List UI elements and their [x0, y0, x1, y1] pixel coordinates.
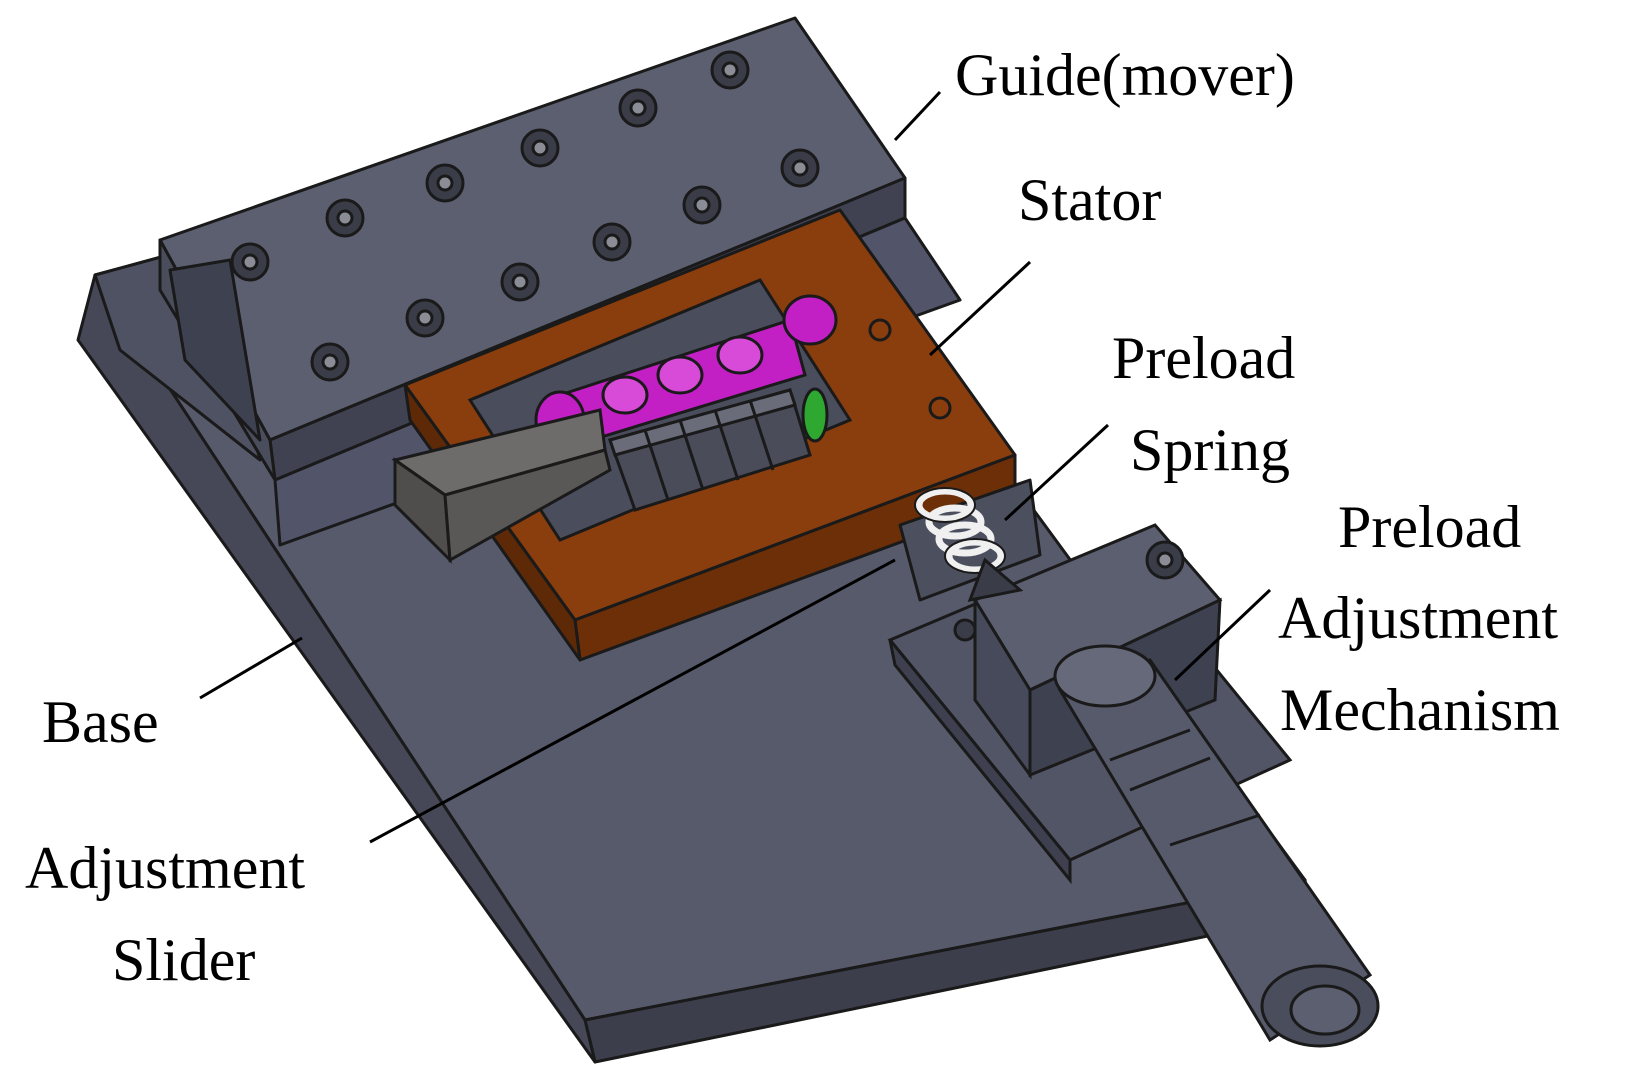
preload-spring — [915, 487, 1005, 574]
label-stator: Stator — [1018, 167, 1161, 233]
preload-spring-outline — [914, 487, 1006, 574]
label-preload-spring-line2: Spring — [1130, 417, 1290, 483]
piezo-stack — [608, 387, 829, 512]
label-guide: Guide(mover) — [955, 42, 1295, 108]
labels: Guide(mover) Stator Preload Spring Prelo… — [25, 42, 1560, 993]
label-adj-slider-line1: Adjustment — [25, 835, 305, 901]
leader-adjustment-slider — [369, 558, 896, 844]
label-preload-adj-line2: Adjustment — [1278, 585, 1558, 651]
label-preload-adj-line3: Mechanism — [1280, 677, 1560, 743]
leader-lines — [199, 90, 1272, 844]
leader-base — [199, 636, 303, 700]
lever-arm — [391, 408, 612, 564]
leader-stator — [928, 260, 1032, 357]
label-base: Base — [42, 689, 159, 755]
label-adj-slider-line2: Slider — [112, 927, 255, 993]
leader-preload-adjustment — [1173, 588, 1272, 682]
guide-screws — [230, 50, 820, 382]
label-preload-adj-line1: Preload — [1338, 494, 1521, 560]
leader-preload-spring — [1003, 423, 1110, 522]
label-preload-spring-line1: Preload — [1112, 325, 1295, 391]
leader-guide — [893, 90, 942, 142]
micrometer — [1053, 644, 1380, 1048]
